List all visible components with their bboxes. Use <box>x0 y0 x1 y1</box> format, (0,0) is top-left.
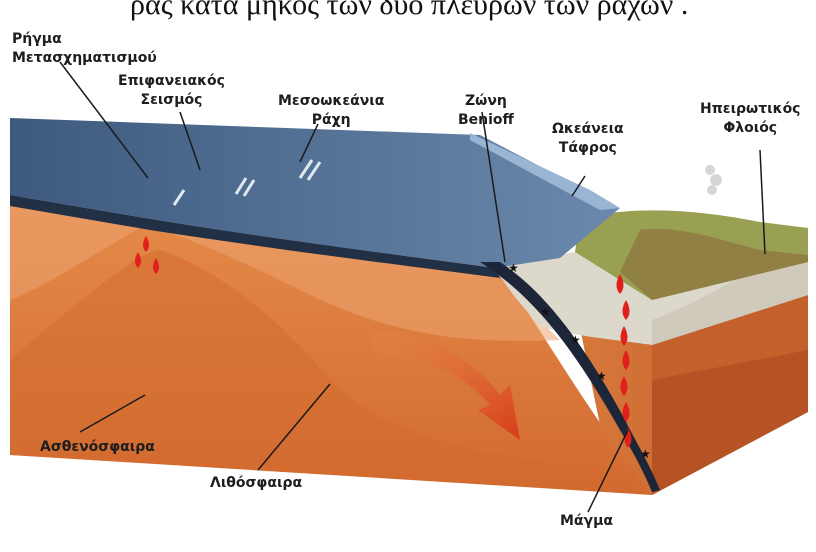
volcano-smoke <box>705 165 722 195</box>
magma-label: Μάγμα <box>560 512 613 531</box>
benioff-label: Ζώνη Benioff <box>458 92 514 130</box>
svg-text:★: ★ <box>508 261 519 275</box>
lithosphere-label: Λιθόσφαιρα <box>210 474 302 493</box>
asthenosphere-label: Ασθενόσφαιρα <box>40 438 155 457</box>
mid-ocean-ridge-label: Μεσοωκεάνια Ράχη <box>278 92 384 130</box>
svg-text:★: ★ <box>540 305 551 319</box>
svg-text:★: ★ <box>640 447 651 461</box>
svg-text:★: ★ <box>570 333 581 347</box>
shallow-quake-label: Επιφανειακός Σεισμός <box>118 72 225 110</box>
rift-label: Ρήγμα Μετασχηματισμού <box>12 30 157 68</box>
svg-text:★: ★ <box>596 369 607 383</box>
trench-label: Ωκεάνεια Τάφρος <box>552 120 624 158</box>
continental-crust-label: Ηπειρωτικός Φλοιός <box>700 100 800 138</box>
